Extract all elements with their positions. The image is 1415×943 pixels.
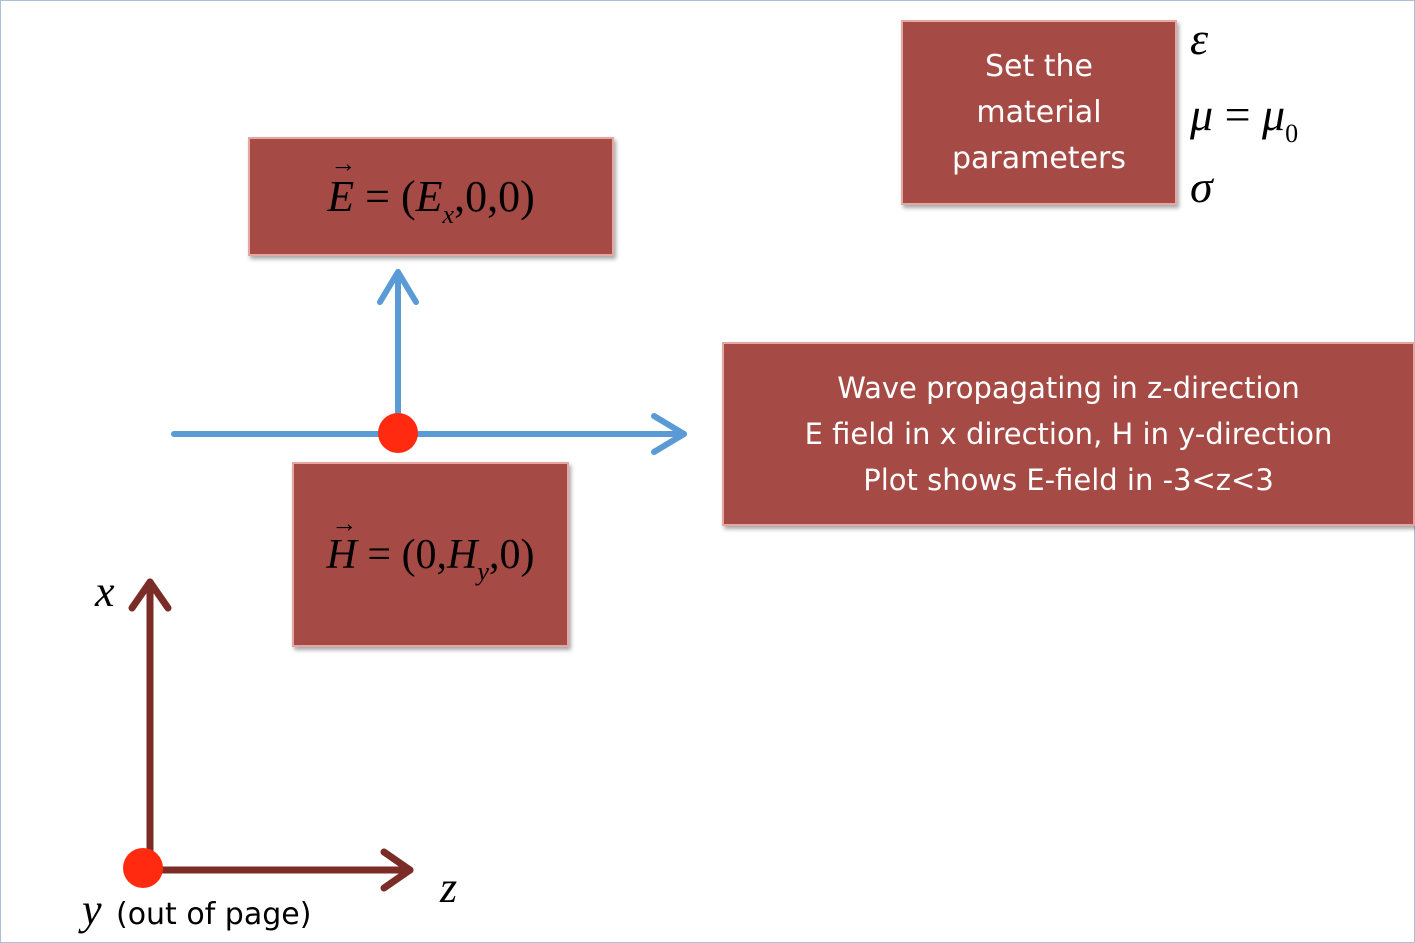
h-rest: ,0) [488, 531, 535, 578]
x-axis-arrowhead [128, 578, 172, 612]
h-field-box: H = (0,Hy,0) [292, 462, 569, 647]
e-field-box: E = (Ex,0,0) [248, 137, 614, 256]
e-component: E [415, 172, 443, 221]
h-field-equation: H = (0,Hy,0) [327, 531, 535, 586]
y-axis-note: (out of page) [115, 897, 312, 932]
epsilon-symbol: ε [1190, 13, 1209, 64]
mu-equation: μ = μ0 [1190, 88, 1298, 148]
material-line-1: Set the [984, 48, 1094, 84]
z-axis-arrowhead [380, 848, 414, 892]
h-component: H [447, 531, 478, 578]
e-equals: = [365, 172, 390, 221]
wave-origin-dot [378, 413, 418, 453]
axes-origin-dot [123, 848, 163, 888]
e-rest: ,0,0) [454, 172, 535, 221]
mu0-symbol: μ [1262, 89, 1286, 140]
y-axis-label-group: y (out of page) [82, 884, 311, 935]
e-field-arrowhead [377, 269, 419, 305]
h-equals: = [367, 531, 392, 578]
material-line-3: parameters [951, 140, 1126, 176]
sigma-symbol: σ [1190, 161, 1213, 212]
x-axis-label: x [95, 567, 115, 616]
e-component-subscript: x [442, 200, 455, 229]
propagation-arrowhead [651, 413, 687, 455]
e-open-paren: ( [400, 172, 416, 221]
h-component-subscript: y [477, 556, 489, 586]
mu0-subscript: 0 [1285, 119, 1299, 148]
mu-equals: = [1224, 89, 1251, 140]
description-line-1: Wave propagating in z-direction [837, 371, 1300, 405]
h-open-paren: (0, [401, 531, 448, 578]
mu-symbol: μ [1190, 89, 1214, 140]
z-axis-label: z [440, 863, 458, 912]
e-field-equation: E = (Ex,0,0) [327, 171, 535, 229]
description-line-2: E field in x direction, H in y-direction [804, 417, 1333, 451]
description-line-3: Plot shows E-field in -3<z<3 [863, 463, 1274, 497]
description-box: Wave propagating in z-direction E field … [722, 342, 1415, 526]
e-vector-symbol: E [327, 171, 354, 222]
y-axis-label: y [82, 885, 102, 934]
material-parameters-box: Set the material parameters [901, 20, 1177, 205]
material-line-2: material [976, 94, 1102, 130]
h-vector-symbol: H [327, 531, 357, 579]
